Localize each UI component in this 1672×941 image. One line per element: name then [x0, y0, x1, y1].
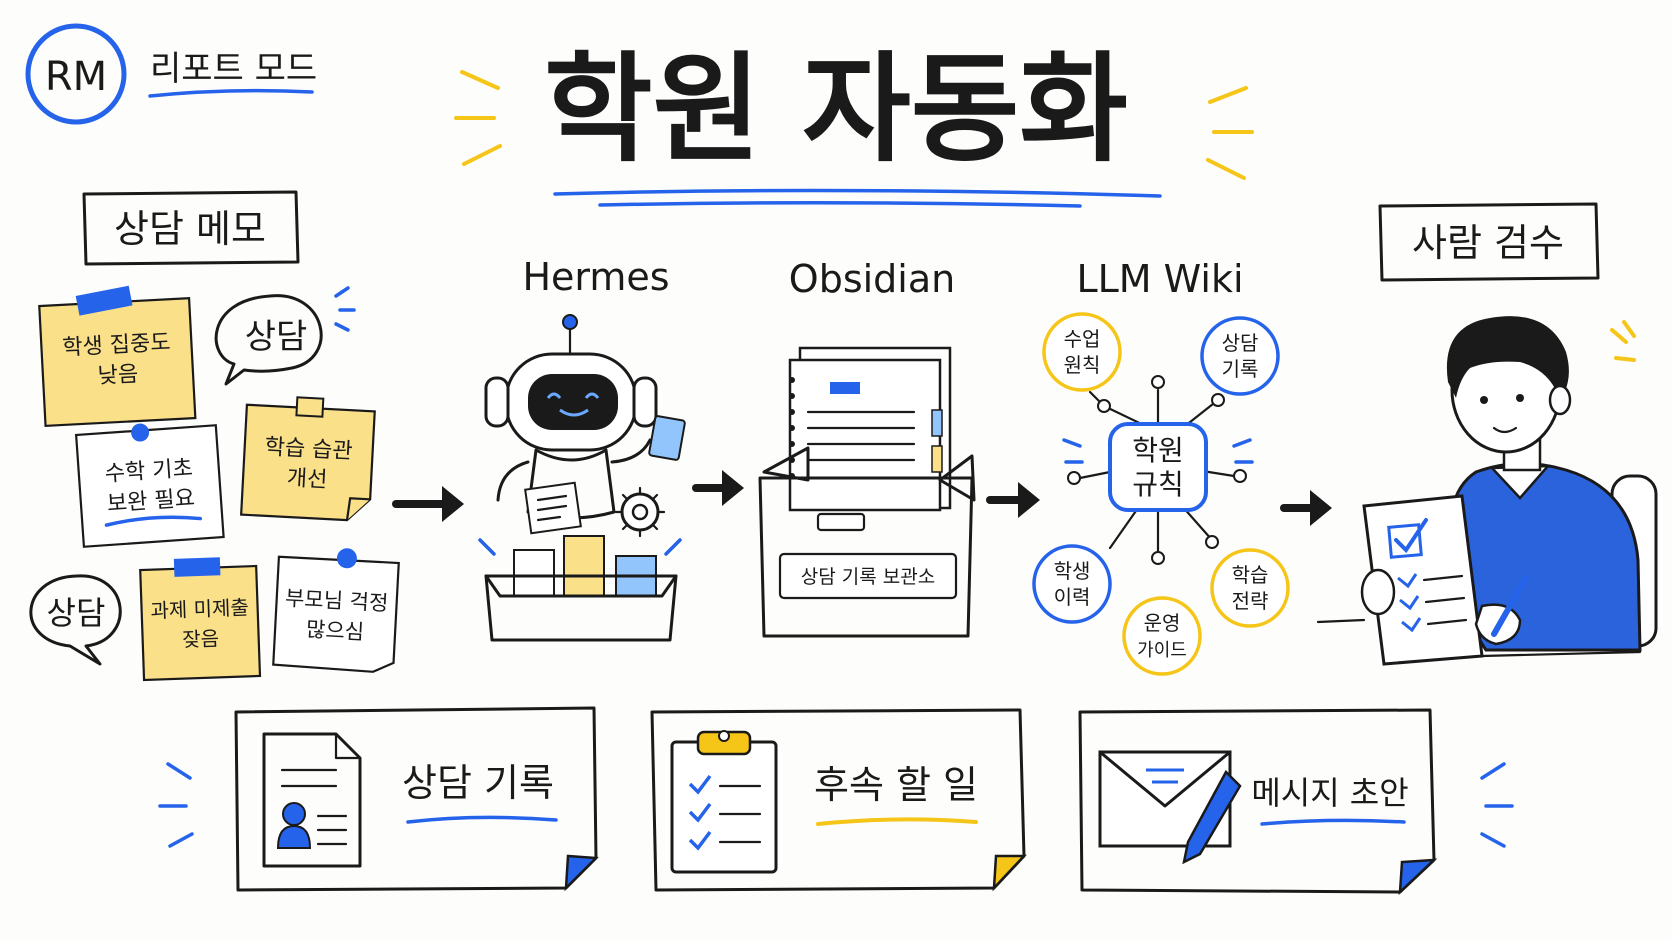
wiki-node-line: 기록: [1222, 357, 1259, 381]
wiki-node-line: 학생: [1054, 559, 1091, 583]
envelope-pen-icon: [1098, 750, 1242, 865]
flow-arrow-2: [692, 470, 744, 506]
reviewer-person-icon: [1316, 316, 1658, 666]
note-line: 낮음: [97, 362, 139, 389]
wiki-node-line: 이력: [1054, 585, 1091, 609]
title-sparkles-right: [1206, 86, 1254, 180]
right-heading-box: 사람 검수: [1378, 202, 1600, 282]
speech-bubble-consult-1: 상담: [214, 286, 356, 386]
bubble-text: 상담: [245, 317, 308, 357]
wiki-center-line: 규칙: [1132, 468, 1184, 501]
title-underline: [553, 188, 1162, 198]
note-line: 개선: [286, 466, 328, 493]
robot-icon: [484, 314, 686, 538]
rm-badge: RM: [25, 23, 127, 125]
output-label: 후속 할 일: [814, 763, 978, 807]
wiki-node-class-principles: 수업 원칙: [1042, 312, 1122, 392]
title-underline-2: [598, 200, 1082, 208]
note-parent-concern: 부모님 걱정 많으심: [272, 548, 400, 673]
note-student-focus: 학생 집중도 낮음: [38, 285, 197, 428]
note-line: 많으심: [306, 617, 365, 644]
note-study-habits: 학습 습관 개선: [240, 396, 376, 522]
bubble-text: 상담: [47, 594, 106, 632]
note-line: 학생 집중도: [62, 330, 171, 361]
flow-arrow-4: [1280, 490, 1332, 526]
right-heading: 사람 검수: [1412, 221, 1564, 265]
wiki-node-line: 원칙: [1064, 353, 1101, 377]
mode-label: 리포트 모드: [150, 49, 317, 89]
wiki-center-line: 학원: [1132, 434, 1184, 467]
note-line: 보완 필요: [106, 486, 195, 517]
wiki-node-line: 가이드: [1137, 640, 1187, 661]
note-line: 수학 기초: [104, 456, 193, 487]
flow-arrow-1: [392, 486, 464, 522]
title-sparkles-left: [454, 70, 502, 166]
wiki-node-line: 학습: [1232, 563, 1269, 587]
wiki-node-line: 상담: [1222, 331, 1259, 355]
clipboard-checklist-icon: [670, 730, 778, 874]
left-heading-box: 상담 메모: [82, 190, 300, 266]
wiki-node-operation-guide: 운영 가이드: [1122, 596, 1202, 676]
left-heading: 상담 메모: [114, 207, 266, 251]
note-math-basics: 수학 기초 보완 필요: [74, 423, 225, 548]
document-tray-icon: [478, 535, 682, 642]
note-line: 학습 습관: [264, 435, 353, 465]
wiki-node-consult-records: 상담 기록: [1200, 316, 1280, 396]
archive-box-label: 상담 기록 보관소: [801, 566, 935, 588]
wiki-node-student-history: 학생 이력: [1032, 544, 1112, 624]
note-line: 부모님 걱정: [284, 586, 388, 615]
wiki-node-study-strategy: 학습 전략: [1210, 548, 1290, 628]
output-card-follow-up: 후속 할 일: [650, 708, 1027, 892]
speech-bubble-consult-2: 상담: [29, 574, 122, 666]
flow-arrow-3: [986, 482, 1040, 518]
profile-document-icon: [262, 732, 362, 868]
note-line: 과제 미제출: [150, 595, 249, 622]
note-homework: 과제 미제출 잦음: [139, 557, 262, 682]
hermes-label: Hermes: [522, 255, 669, 299]
archive-box-icon: 상담 기록 보관소: [758, 346, 976, 638]
output-label: 메시지 초안: [1251, 774, 1408, 812]
mode-label-underline: [148, 88, 314, 98]
wiki-node-line: 운영: [1144, 611, 1181, 635]
output-card-consult-record: 상담 기록: [234, 706, 599, 892]
rm-badge-text: RM: [45, 54, 107, 100]
note-line: 잦음: [182, 626, 220, 651]
bottom-sparkles: [158, 762, 1514, 848]
output-card-message-draft: 메시지 초안: [1078, 708, 1438, 896]
wiki-network: 학원 규칙: [1062, 375, 1254, 565]
llm-wiki-label: LLM Wiki: [1076, 257, 1243, 301]
page-title: 학원 자동화: [544, 40, 1128, 178]
wiki-node-line: 전략: [1232, 589, 1269, 613]
output-label: 상담 기록: [402, 761, 554, 805]
obsidian-label: Obsidian: [789, 257, 955, 301]
wiki-node-line: 수업: [1064, 327, 1101, 351]
